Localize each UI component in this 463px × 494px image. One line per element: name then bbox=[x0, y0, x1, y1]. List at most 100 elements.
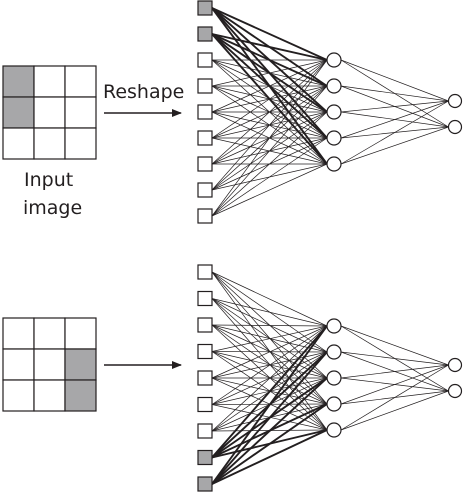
hidden-node bbox=[326, 318, 342, 334]
edge-input-hidden bbox=[211, 59, 328, 113]
edge-hidden-output bbox=[340, 59, 449, 102]
input-node bbox=[197, 104, 213, 120]
grid-cell bbox=[33, 348, 66, 381]
edge-hidden-output bbox=[340, 364, 449, 379]
grid-cell bbox=[64, 65, 97, 98]
hidden-node bbox=[326, 52, 342, 68]
input-node bbox=[197, 182, 213, 198]
hidden-node bbox=[326, 422, 342, 438]
edge-hidden-output bbox=[340, 100, 449, 139]
output-node bbox=[447, 383, 463, 399]
input-image-grid-bottom bbox=[2, 317, 97, 412]
edge-input-hidden bbox=[211, 59, 328, 165]
grid-cell bbox=[33, 65, 66, 98]
input-node bbox=[197, 264, 213, 280]
edge-hidden-output bbox=[340, 364, 449, 431]
grid-cell bbox=[64, 317, 97, 350]
input-node bbox=[197, 423, 213, 439]
example-bottom bbox=[2, 264, 463, 492]
input-node bbox=[197, 208, 213, 224]
input-node bbox=[197, 78, 213, 94]
edge-input-hidden-active bbox=[211, 7, 328, 61]
edge-input-hidden bbox=[211, 59, 328, 87]
grid-cell bbox=[2, 348, 35, 381]
edge-hidden-output bbox=[340, 364, 449, 405]
edge-input-hidden bbox=[211, 85, 328, 217]
output-node bbox=[447, 357, 463, 373]
edge-input-hidden bbox=[211, 59, 328, 191]
grid-cell-shaded bbox=[2, 96, 35, 129]
edge-input-hidden-active bbox=[211, 325, 328, 459]
edge-input-hidden-active bbox=[211, 325, 328, 485]
edge-input-hidden-active bbox=[211, 33, 328, 61]
hidden-node bbox=[326, 396, 342, 412]
grid-cell-shaded bbox=[64, 348, 97, 381]
edge-input-hidden-active bbox=[211, 429, 328, 485]
hidden-node bbox=[326, 78, 342, 94]
edge-input-hidden bbox=[211, 59, 328, 139]
edge-input-hidden-active bbox=[211, 351, 328, 485]
edges-top bbox=[211, 7, 449, 217]
grid-cell bbox=[33, 317, 66, 350]
grid-cell bbox=[33, 96, 66, 129]
edge-hidden-output bbox=[340, 100, 449, 165]
input-node bbox=[197, 130, 213, 146]
input-node-active bbox=[197, 0, 213, 16]
input-label-line2: image bbox=[23, 197, 82, 219]
edge-input-hidden bbox=[211, 137, 328, 217]
input-node bbox=[197, 52, 213, 68]
hidden-node bbox=[326, 156, 342, 172]
hidden-node bbox=[326, 344, 342, 360]
grid-cell bbox=[64, 127, 97, 160]
edge-input-hidden-active bbox=[211, 403, 328, 485]
grid-cell bbox=[2, 379, 35, 412]
edge-input-hidden bbox=[211, 271, 328, 327]
edge-hidden-output bbox=[340, 325, 449, 366]
edge-input-hidden bbox=[211, 325, 328, 405]
output-node bbox=[447, 119, 463, 135]
neural-network-top bbox=[197, 0, 463, 224]
input-node bbox=[197, 156, 213, 172]
edge-input-hidden bbox=[211, 325, 328, 379]
edge-input-hidden-active bbox=[211, 377, 328, 485]
input-image-grid-top bbox=[2, 65, 97, 160]
edge-input-hidden bbox=[211, 324, 328, 327]
hidden-node bbox=[326, 104, 342, 120]
input-node bbox=[197, 370, 213, 386]
edge-hidden-output bbox=[340, 100, 449, 113]
edge-input-hidden bbox=[211, 111, 328, 217]
input-node-active bbox=[197, 476, 213, 492]
input-node bbox=[197, 290, 213, 307]
edge-input-hidden bbox=[211, 298, 328, 327]
reshape-label: Reshape bbox=[103, 81, 184, 103]
grid-cell bbox=[33, 379, 66, 412]
edge-hidden-output bbox=[340, 390, 449, 431]
nodes-top bbox=[197, 0, 463, 224]
edge-input-hidden bbox=[211, 325, 328, 432]
input-node-active bbox=[197, 449, 213, 466]
edge-hidden-output bbox=[340, 351, 449, 366]
edge-input-hidden bbox=[211, 59, 328, 217]
grid-cell-shaded bbox=[64, 379, 97, 412]
grid-cell bbox=[33, 127, 66, 160]
hidden-node bbox=[326, 370, 342, 386]
input-label-line1: Input bbox=[24, 169, 73, 191]
edge-hidden-output bbox=[340, 85, 449, 102]
edge-input-hidden bbox=[211, 163, 328, 217]
edges-bottom bbox=[211, 271, 449, 485]
edge-hidden-output bbox=[340, 126, 449, 165]
grid-cell-shaded bbox=[2, 65, 35, 98]
input-node bbox=[197, 343, 213, 360]
input-node-active bbox=[197, 26, 213, 42]
edge-input-hidden bbox=[211, 325, 328, 352]
output-node bbox=[447, 93, 463, 109]
grid-cell bbox=[2, 317, 35, 350]
grid-cell bbox=[2, 127, 35, 160]
nodes-bottom bbox=[197, 264, 463, 492]
input-node bbox=[197, 317, 213, 333]
neural-network-bottom bbox=[197, 264, 463, 492]
grid-cell bbox=[64, 96, 97, 129]
input-node bbox=[197, 396, 213, 413]
example-top: Reshape Input image bbox=[2, 0, 463, 224]
